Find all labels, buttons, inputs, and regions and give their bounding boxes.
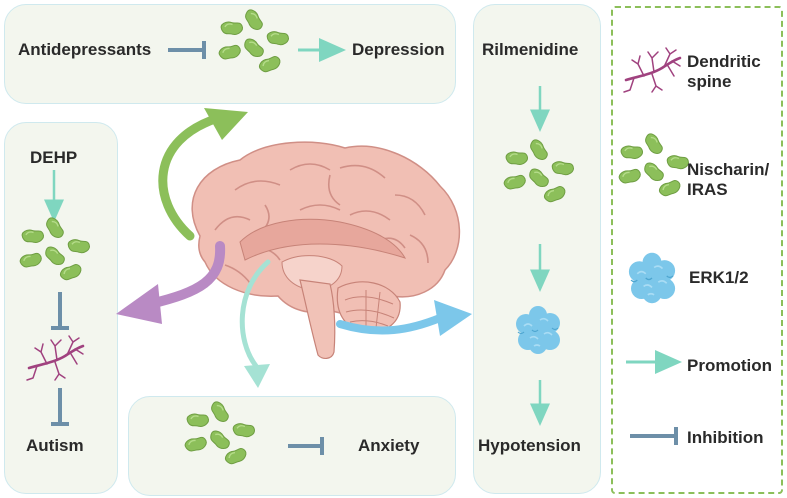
nischarin-icon <box>617 132 690 200</box>
nischarin-icon <box>18 216 91 284</box>
anxiety-label: Anxiety <box>358 436 420 455</box>
inhibition-arrow <box>51 292 69 330</box>
promotion-arrow <box>434 300 472 336</box>
depression-label: Depression <box>352 40 445 59</box>
promotion-arrow <box>145 241 226 309</box>
legend-nischarin-label: Nischarin/IRAS <box>687 160 770 199</box>
nischarin-icon <box>502 138 575 206</box>
promotion-arrow <box>158 113 223 241</box>
inhibition-arrow <box>51 388 69 426</box>
legend-erk-label: ERK1/2 <box>689 268 749 287</box>
erk-icon <box>628 251 676 305</box>
nischarin-icon <box>183 400 256 468</box>
promotion-arrow <box>336 314 444 335</box>
legend-inhibition-label: Inhibition <box>687 428 764 447</box>
dehp-label: DEHP <box>30 148 78 167</box>
hypotension-label: Hypotension <box>478 436 581 455</box>
nischarin-icon <box>217 8 290 76</box>
promotion-arrow <box>116 284 162 324</box>
autism-label: Autism <box>26 436 84 455</box>
dendritic-spine-icon <box>622 46 682 94</box>
antidepressants-label: Antidepressants <box>18 40 152 59</box>
rilmenidine-label: Rilmenidine <box>482 40 579 59</box>
promotion-arrow <box>244 364 270 388</box>
inhibition-arrow <box>288 437 324 455</box>
inhibition-arrow-icon <box>630 427 678 445</box>
promotion-arrow <box>239 259 271 369</box>
dendritic-spine-icon <box>25 334 85 382</box>
inhibition-arrow <box>168 41 206 59</box>
legend-promotion-label: Promotion <box>687 356 772 375</box>
legend-box <box>611 6 783 494</box>
promotion-arrow <box>204 108 248 140</box>
erk-icon <box>515 305 561 355</box>
